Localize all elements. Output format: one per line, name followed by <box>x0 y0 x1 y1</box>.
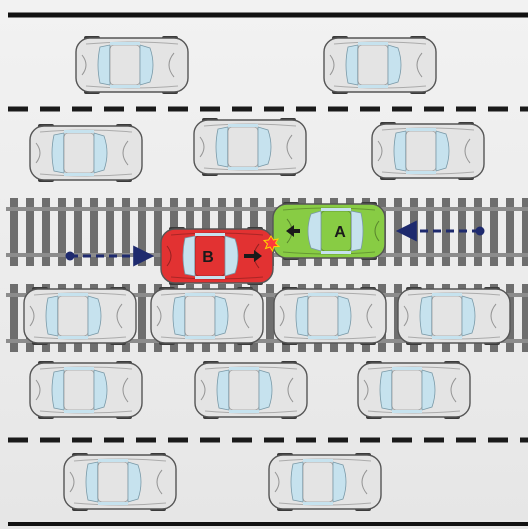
parked-car <box>273 287 387 345</box>
parked-car <box>63 453 177 511</box>
parked-car <box>323 36 437 94</box>
parked-car <box>75 36 189 94</box>
car-b: B <box>160 227 274 285</box>
parked-car <box>357 361 471 419</box>
car-a-direction-arrow <box>286 225 300 237</box>
parked-car <box>23 287 137 345</box>
parked-car <box>29 361 143 419</box>
motion-arrow-a <box>395 220 485 242</box>
parked-car <box>150 287 264 345</box>
motion-arrow-b <box>65 245 155 267</box>
car-b-direction-arrow <box>244 250 262 262</box>
collision-spark <box>262 235 281 253</box>
car-a: A <box>272 202 386 260</box>
parked-car <box>193 118 307 176</box>
parked-car <box>397 287 511 345</box>
parked-car <box>29 124 143 182</box>
parked-cars <box>23 36 511 511</box>
parked-car <box>194 361 308 419</box>
car-a-label: A <box>334 224 346 241</box>
parked-car <box>371 122 485 180</box>
car-b-label: B <box>202 249 214 266</box>
parked-car <box>268 453 382 511</box>
